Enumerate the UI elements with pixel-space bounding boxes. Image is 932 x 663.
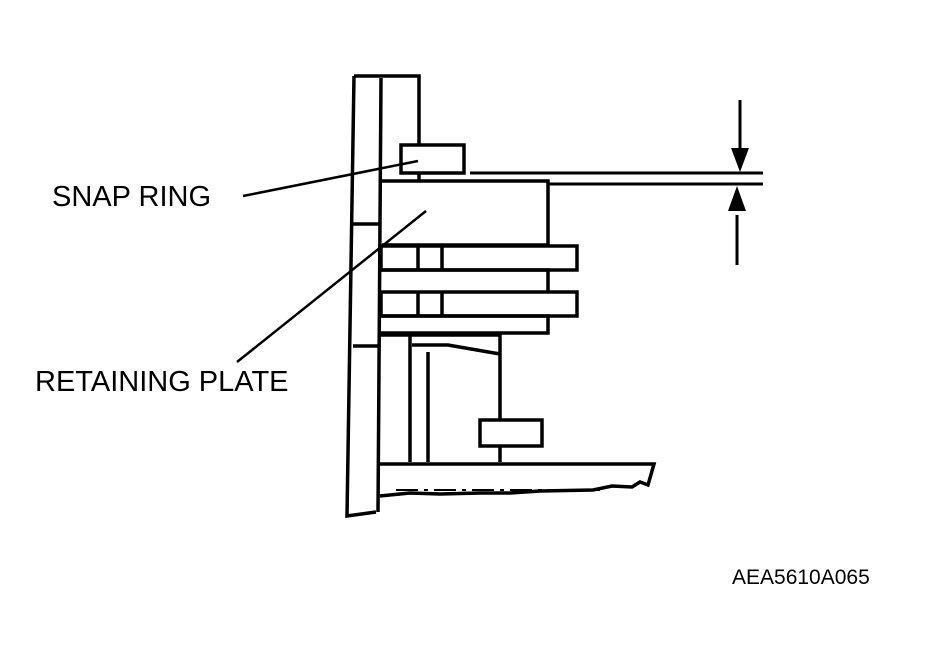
snap-ring-label: SNAP RING [52, 181, 211, 213]
retaining-plate-leader [236, 210, 427, 363]
snap-ring [399, 143, 466, 180]
leader-lines [236, 159, 427, 363]
clearance-measurement [470, 100, 763, 265]
snap-ring-leader [242, 159, 419, 198]
drum-hub-base [379, 462, 657, 498]
piston [379, 333, 502, 462]
retaining-plate-label: RETAINING PLATE [35, 366, 289, 398]
clutch-drum-housing [345, 74, 421, 519]
clutch-disc-stack [379, 244, 579, 335]
return-spring-retainer [478, 418, 544, 462]
clearance-arrows [728, 148, 749, 211]
retaining-plate [382, 179, 550, 247]
figure-code-label: AEA5610A065 [732, 566, 870, 589]
